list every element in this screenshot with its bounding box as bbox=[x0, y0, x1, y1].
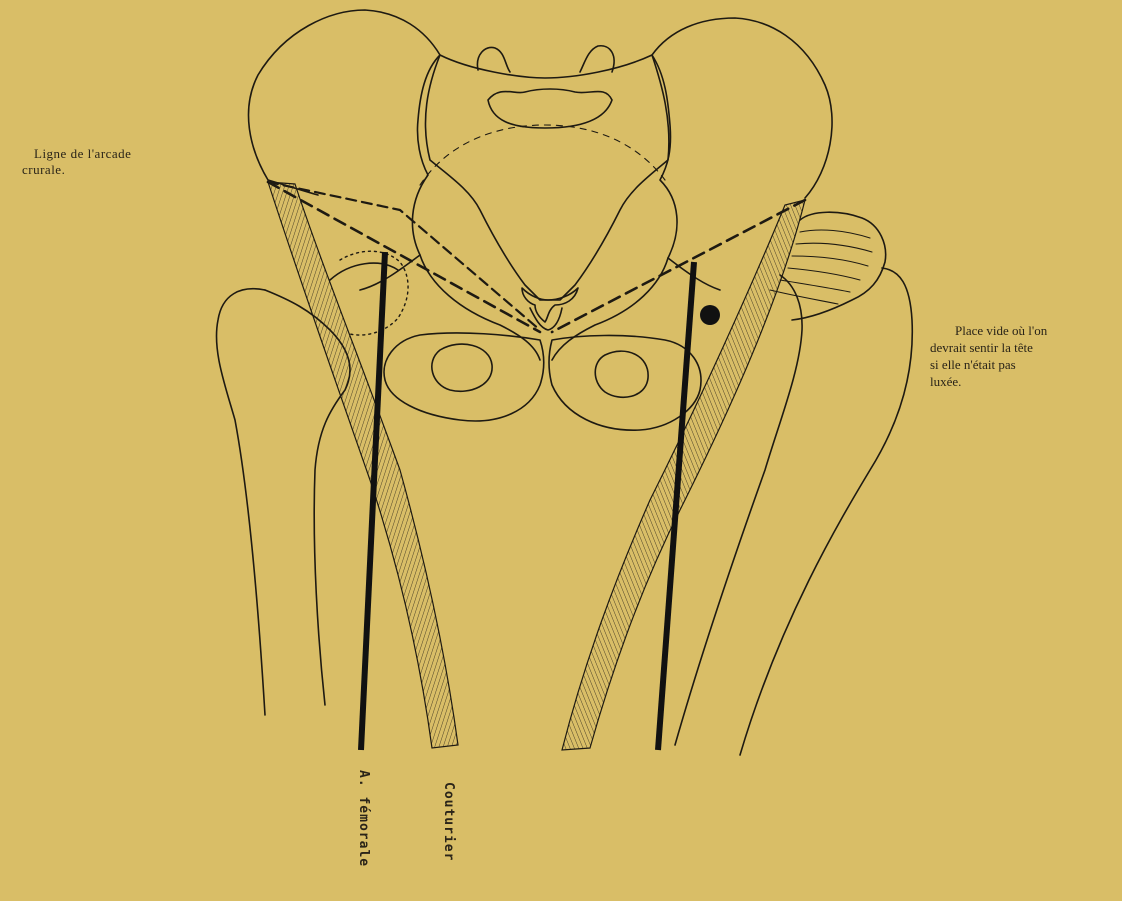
left-iliac-wing bbox=[249, 10, 440, 290]
right-femur bbox=[740, 268, 912, 755]
dislocated-femoral-head bbox=[792, 212, 886, 320]
arcade-label-line-2: crurale. bbox=[22, 162, 222, 178]
empty-acetabulum-marker bbox=[700, 305, 720, 325]
femoral-artery-label: A. fémorale bbox=[356, 770, 371, 867]
left-femur bbox=[216, 289, 265, 715]
empty-place-line-1: Place vide où l'on bbox=[930, 322, 1120, 339]
arcade-crurale-label: Ligne de l'arcade crurale. bbox=[22, 146, 222, 178]
right-sartorius-muscle bbox=[562, 200, 805, 750]
left-obturator-foramen bbox=[432, 344, 492, 391]
right-obturator-foramen bbox=[595, 351, 648, 397]
empty-place-label: Place vide où l'on devrait sentir la têt… bbox=[930, 322, 1120, 390]
right-iliac-wing bbox=[652, 18, 832, 290]
arcade-label-line-1: Ligne de l'arcade bbox=[22, 146, 222, 162]
sartorius-label: Couturier bbox=[441, 782, 456, 861]
empty-place-line-4: luxée. bbox=[930, 373, 1120, 390]
empty-place-line-3: si elle n'était pas bbox=[930, 356, 1120, 373]
coccyx bbox=[522, 288, 578, 322]
empty-place-line-2: devrait sentir la tête bbox=[930, 339, 1120, 356]
